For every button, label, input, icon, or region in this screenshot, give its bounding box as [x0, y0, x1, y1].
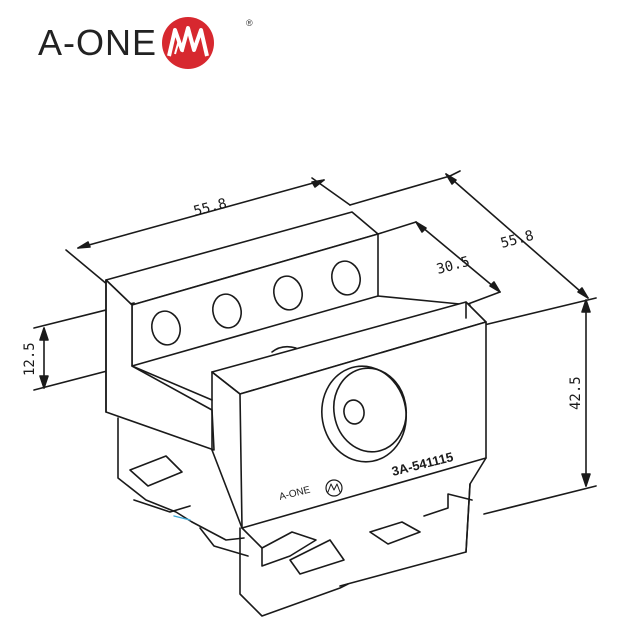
dim-height-text: 42.5 — [568, 376, 584, 410]
dimension-width-lines — [349, 170, 589, 299]
base-rails — [117, 417, 487, 617]
dimension-length-lines — [65, 177, 351, 286]
registered-mark: ® — [246, 18, 253, 28]
back-wall-holes — [151, 260, 361, 353]
block-body — [105, 211, 487, 529]
brand-emblem-icon — [162, 17, 215, 69]
hint-tick — [173, 515, 191, 521]
dimension-height-lines — [483, 297, 597, 515]
dim-slot-text: 30.5 — [435, 254, 472, 278]
brand-logo: A-ONE — [38, 16, 215, 70]
dim-slot-depth-text: 12.5 — [22, 342, 38, 376]
engraved-emblem-icon — [325, 479, 343, 497]
dim-length-text: 55.8 — [192, 196, 229, 220]
front-bore — [321, 365, 407, 463]
brand-name: A-ONE — [38, 22, 158, 63]
dimension-slot-lines — [377, 221, 501, 305]
